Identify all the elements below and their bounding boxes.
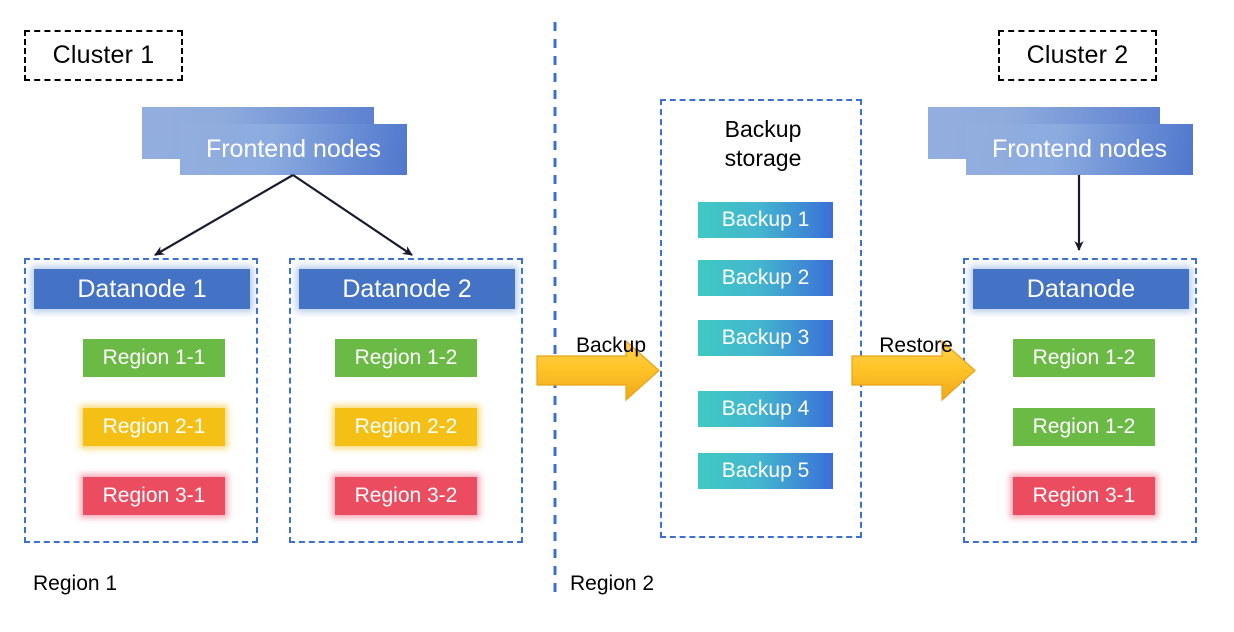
right-datanode-region-1-label: Region 1-2 (1032, 346, 1136, 369)
arrow-frontend-to-datanode-2 (292, 174, 413, 256)
cluster-1-chip: Cluster 1 (24, 30, 183, 81)
datanode-1-header-label: Datanode 1 (77, 274, 207, 303)
right-datanode-container[interactable]: Datanode Region 1-2 Region 1-2 Region 3-… (963, 258, 1197, 543)
backup-item-4-label: Backup 4 (721, 397, 810, 420)
backup-storage-container[interactable]: Backup storage Backup 1 Backup 2 Backup … (660, 99, 862, 538)
datanode-1-region-1-label: Region 1-1 (102, 346, 206, 369)
datanode-2-region-1[interactable]: Region 1-2 (335, 339, 477, 377)
backup-storage-title-line-1: Backup (724, 116, 802, 142)
datanode-1-region-1[interactable]: Region 1-1 (83, 339, 225, 377)
datanode-2-region-3[interactable]: Region 3-2 (335, 477, 477, 515)
backup-flow-label: Backup (575, 334, 647, 357)
cluster-1-label: Cluster 1 (52, 41, 155, 69)
right-datanode-header-label: Datanode (1026, 274, 1136, 303)
backup-item-5[interactable]: Backup 5 (698, 453, 833, 489)
region-2-caption: Region 2 (570, 572, 655, 595)
backup-item-3-label: Backup 3 (721, 326, 810, 349)
datanode-1-header: Datanode 1 (34, 269, 250, 309)
datanode-2-region-1-label: Region 1-2 (354, 346, 458, 369)
backup-item-4[interactable]: Backup 4 (698, 391, 833, 427)
right-datanode-header: Datanode (973, 269, 1189, 309)
backup-item-2[interactable]: Backup 2 (698, 260, 833, 296)
cluster-2-label: Cluster 2 (1026, 41, 1129, 69)
right-datanode-region-3[interactable]: Region 3-1 (1013, 477, 1155, 515)
backup-item-3[interactable]: Backup 3 (698, 320, 833, 356)
datanode-2-header-label: Datanode 2 (342, 274, 472, 303)
datanode-1-container[interactable]: Datanode 1 Region 1-1 Region 2-1 Region … (24, 258, 258, 543)
arrow-frontend-to-datanode-1 (154, 174, 294, 256)
right-datanode-region-2-label: Region 1-2 (1032, 415, 1136, 438)
restore-flow-label: Restore (879, 334, 953, 357)
backup-storage-title: Backup storage (662, 115, 864, 173)
left-frontend-label: Frontend nodes (205, 135, 382, 163)
right-frontend-label: Frontend nodes (991, 135, 1168, 163)
cluster-2-chip: Cluster 2 (998, 30, 1157, 81)
backup-item-5-label: Backup 5 (721, 459, 810, 482)
backup-storage-title-line-2: storage (724, 144, 802, 171)
datanode-1-region-2[interactable]: Region 2-1 (83, 408, 225, 446)
datanode-2-region-2-label: Region 2-2 (354, 415, 458, 438)
right-datanode-region-3-label: Region 3-1 (1032, 484, 1136, 507)
right-datanode-region-1[interactable]: Region 1-2 (1013, 339, 1155, 377)
backup-item-1[interactable]: Backup 1 (698, 202, 833, 238)
datanode-1-region-3[interactable]: Region 3-1 (83, 477, 225, 515)
region-1-caption: Region 1 (33, 572, 118, 595)
datanode-1-region-2-label: Region 2-1 (102, 415, 206, 438)
datanode-2-header: Datanode 2 (299, 269, 515, 309)
right-datanode-region-2[interactable]: Region 1-2 (1013, 408, 1155, 446)
datanode-1-region-3-label: Region 3-1 (102, 484, 206, 507)
left-frontend-front-card: Frontend nodes (180, 124, 407, 175)
backup-item-2-label: Backup 2 (721, 266, 810, 289)
datanode-2-region-2[interactable]: Region 2-2 (335, 408, 477, 446)
datanode-2-container[interactable]: Datanode 2 Region 1-2 Region 2-2 Region … (289, 258, 523, 543)
right-frontend-front-card: Frontend nodes (966, 124, 1193, 175)
backup-item-1-label: Backup 1 (721, 208, 810, 231)
datanode-2-region-3-label: Region 3-2 (354, 484, 458, 507)
